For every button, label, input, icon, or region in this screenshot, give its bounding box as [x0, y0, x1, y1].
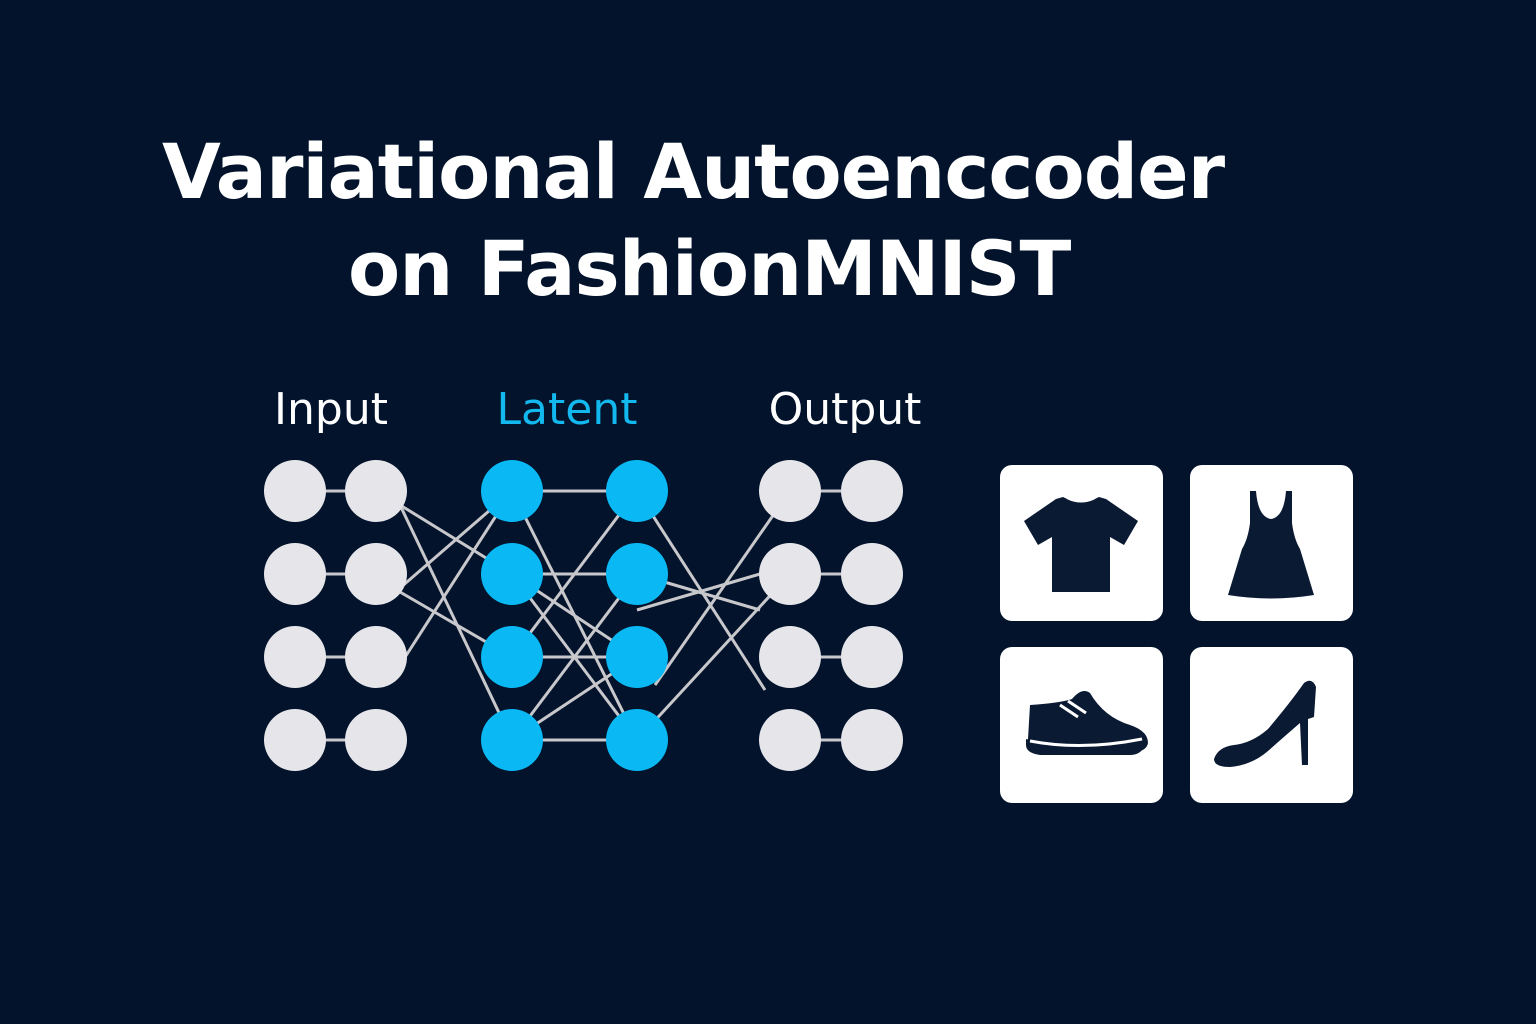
dress-icon [1228, 491, 1314, 599]
input-node [264, 543, 326, 605]
input-node [345, 460, 407, 522]
encoder-edge [398, 490, 514, 666]
sneaker-icon [1026, 691, 1148, 755]
output-node [841, 626, 903, 688]
high-heel-icon [1214, 680, 1316, 767]
latent-node [606, 543, 668, 605]
latent-edge [510, 490, 639, 658]
latent-node [481, 460, 543, 522]
output-node [759, 709, 821, 771]
latent-node [606, 626, 668, 688]
latent-node [606, 460, 668, 522]
network-edges [295, 489, 872, 742]
dress-tile [1190, 465, 1353, 621]
t-shirt-tile [1000, 465, 1163, 621]
output-node [759, 626, 821, 688]
latent-node [481, 543, 543, 605]
input-node [264, 709, 326, 771]
latent-edge [510, 573, 639, 741]
title-line-2: on FashionMNIST [348, 224, 1071, 313]
output-node [841, 709, 903, 771]
output-node [759, 460, 821, 522]
input-node [345, 626, 407, 688]
input-layer-label: Input [274, 384, 388, 435]
input-node [264, 460, 326, 522]
output-node [759, 543, 821, 605]
input-node [345, 543, 407, 605]
output-node [841, 543, 903, 605]
latent-layer-label: Latent [496, 384, 638, 435]
high-heel-tile [1190, 647, 1353, 803]
input-node [345, 709, 407, 771]
t-shirt-icon [1024, 496, 1138, 592]
title-line-1: Variational Autoenccoder [162, 127, 1225, 216]
latent-node [481, 709, 543, 771]
encoder-edge [398, 504, 514, 741]
input-node [264, 626, 326, 688]
sneaker-tile [1000, 647, 1163, 803]
decoder-edge [635, 572, 792, 742]
latent-node [481, 626, 543, 688]
latent-node [606, 709, 668, 771]
network-nodes [264, 460, 903, 771]
decoder-edge [653, 490, 792, 686]
output-layer-label: Output [768, 384, 922, 435]
decoder-edge [636, 572, 761, 612]
output-node [841, 460, 903, 522]
